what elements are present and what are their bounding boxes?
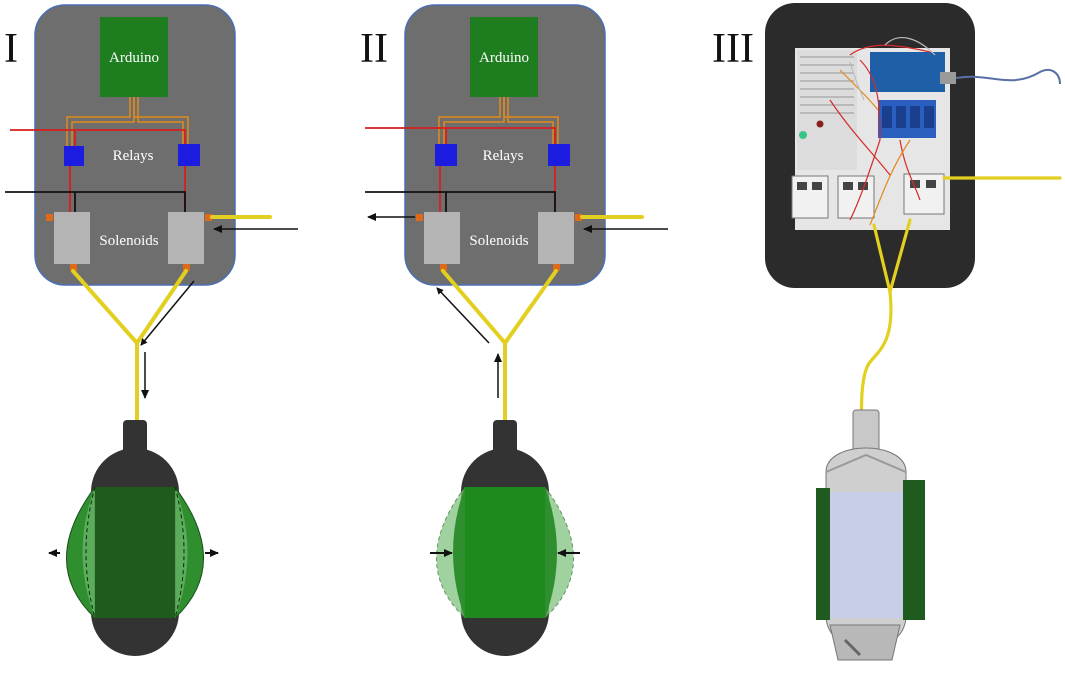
panel-2-port-right-side — [575, 214, 582, 221]
panel-2-diagonal-arrow — [436, 287, 490, 344]
panel-1-solenoid-right — [168, 212, 204, 264]
panel-1-actuator — [48, 420, 219, 656]
panel-1-port-left-bottom — [70, 264, 77, 271]
panel-1-control-wires — [66, 97, 189, 146]
panel-1-arduino-board — [100, 17, 168, 97]
panel-2-flow-arrows — [367, 213, 668, 398]
panel-2-tubing — [441, 215, 644, 424]
panel-3-actuator-cutaway — [816, 409, 925, 661]
panel-1-port-right-bottom — [183, 264, 190, 271]
panel-1-solenoids-label: Solenoids — [99, 233, 158, 249]
panel-1-port-right-side — [205, 214, 212, 221]
panel-1-flow-arrows — [140, 225, 298, 399]
panel-2-port-left-bottom — [440, 264, 447, 271]
panel-2-relays-label: Relays — [483, 148, 524, 164]
panel-3-circuit-photo — [791, 36, 1061, 230]
panel-1-relays-label: Relays — [113, 148, 154, 164]
panel-2-solenoid-right — [538, 212, 574, 264]
panel-1-ground-wires — [5, 191, 186, 212]
panel-2-arduino-label: Arduino — [479, 50, 529, 66]
panel-1-numeral: I — [4, 26, 18, 72]
panel-3: III — [712, 3, 1062, 661]
panel-2-numeral: II — [360, 26, 388, 72]
panel-2: II Arduino Relays Solenoids — [360, 4, 668, 656]
panel-1-relay-right — [178, 144, 200, 166]
panel-2-relay-right — [548, 144, 570, 166]
panel-3-numeral: III — [712, 26, 754, 72]
panel-1-tubing — [71, 215, 272, 424]
panel-1-relay-left — [64, 146, 84, 166]
panel-2-port-left-side — [416, 214, 423, 221]
panel-1-port-left-side — [46, 214, 53, 221]
panel-1-arduino-label: Arduino — [109, 50, 159, 66]
panel-2-ground-wires — [365, 191, 556, 212]
panel-1: I Arduino Relays Sole — [4, 4, 298, 656]
panel-2-solenoids-label: Solenoids — [469, 233, 528, 249]
panel-2-control-wires — [438, 97, 559, 146]
panel-2-port-right-bottom — [553, 264, 560, 271]
panel-2-solenoid-left — [424, 212, 460, 264]
panel-1-diagonal-arrow — [140, 280, 195, 346]
panel-2-arduino-board — [470, 17, 538, 97]
panel-2-relay-left — [435, 144, 457, 166]
panel-2-actuator — [430, 420, 580, 656]
panel-1-solenoid-left — [54, 212, 90, 264]
